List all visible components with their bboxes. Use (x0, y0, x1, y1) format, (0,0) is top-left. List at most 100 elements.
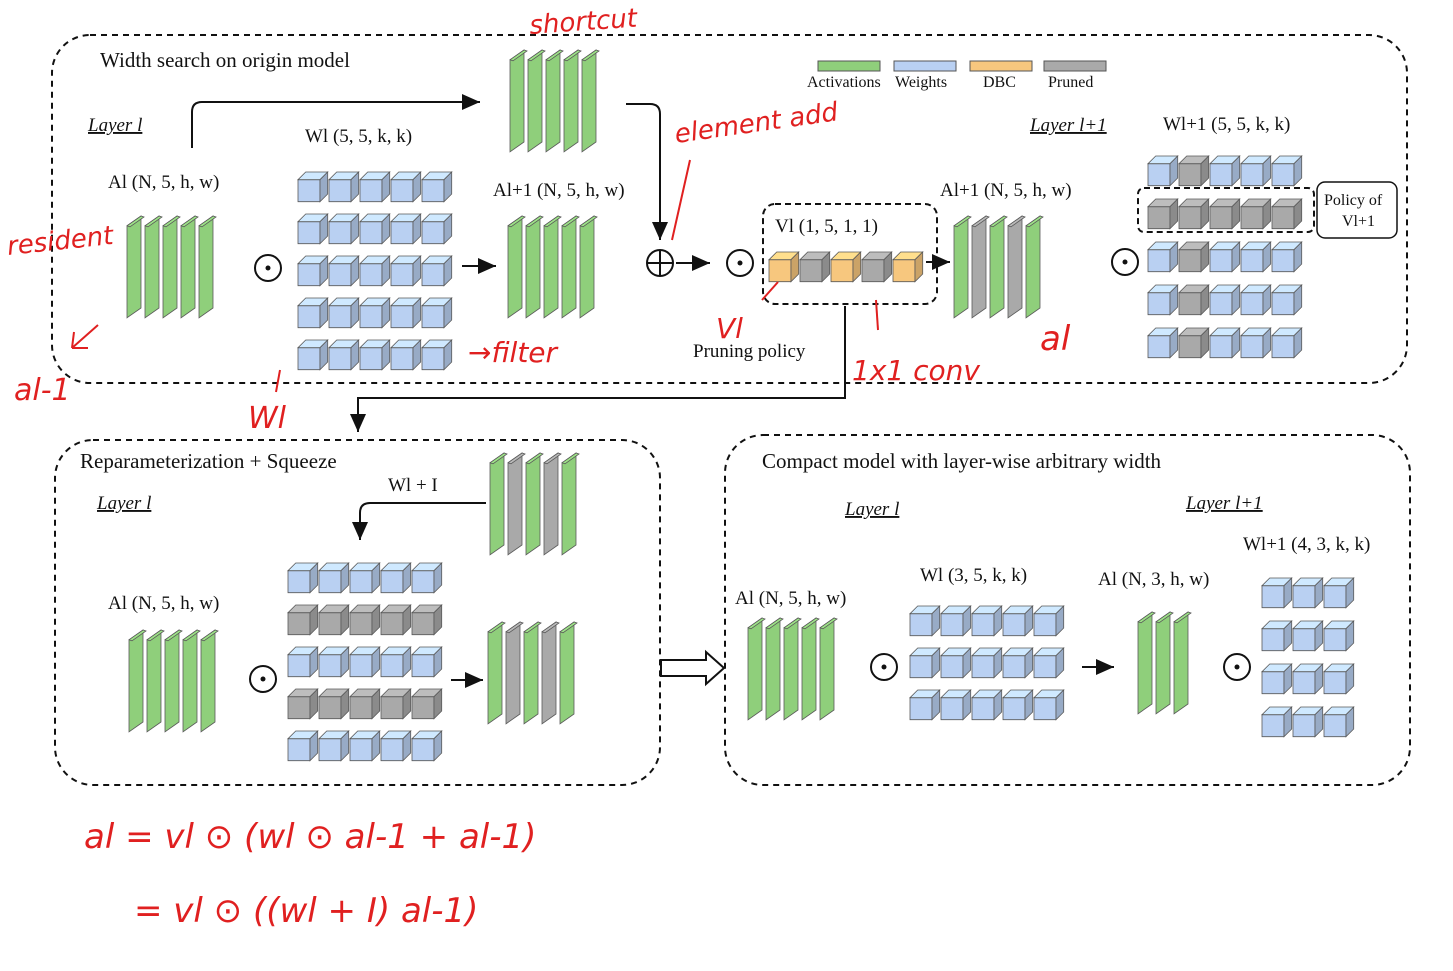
feature-map-slab (581, 49, 600, 153)
cube (1323, 706, 1355, 738)
feature-map-slab (487, 621, 506, 725)
cube (287, 646, 319, 678)
cube (1002, 647, 1034, 679)
cube (318, 646, 350, 678)
cube (1147, 198, 1179, 230)
weight-w-l-right-label: Wl (3, 5, k, k) (920, 565, 1027, 586)
feature-map-slab (561, 452, 580, 556)
cube (380, 730, 412, 762)
pruning-policy-label: Pruning policy (693, 341, 806, 362)
cube (318, 730, 350, 762)
cube (861, 251, 893, 283)
annotation-a-l: al (1040, 319, 1071, 359)
activation-a-l-label: Al (N, 5, h, w) (108, 172, 219, 193)
cube (297, 171, 329, 203)
cube (1178, 327, 1210, 359)
cube (971, 689, 1003, 721)
legend-activations-swatch (817, 60, 881, 72)
cube (1240, 327, 1272, 359)
legend: Activations Weights DBC Pruned (807, 60, 1107, 91)
cube (411, 562, 443, 594)
cube (1178, 198, 1210, 230)
cube (297, 213, 329, 245)
compact-weight-l1-row-2 (1261, 620, 1355, 652)
layer-l-label-left: Layer l (96, 493, 151, 514)
activation-a-l (126, 215, 217, 319)
cube (328, 297, 360, 329)
feature-map-slab (559, 621, 578, 725)
feature-map-slab (525, 215, 544, 319)
activation-a-l1-pruned (953, 215, 1044, 319)
cube (1261, 620, 1293, 652)
cube (1209, 327, 1241, 359)
shortcut-arrow (191, 94, 480, 148)
cube (1033, 689, 1065, 721)
feature-map-slab (563, 49, 582, 153)
weight-l1-row-2 (1147, 198, 1303, 230)
annotation-v-l: Vl (716, 312, 743, 345)
cube (909, 605, 941, 637)
cube (1178, 155, 1210, 187)
cube (1033, 647, 1065, 679)
panel-reparameterization (54, 439, 661, 786)
feature-map-slab (126, 215, 145, 319)
feature-map-slab (801, 617, 820, 721)
cube (892, 251, 924, 283)
cube (1209, 198, 1241, 230)
cube (411, 646, 443, 678)
cube (411, 730, 443, 762)
cube (1292, 577, 1324, 609)
activation-a-l-left (128, 629, 219, 733)
annotation-v-pointer (761, 281, 779, 301)
feature-map-slab (989, 215, 1008, 319)
cube (1292, 706, 1324, 738)
cube (411, 688, 443, 720)
cube (349, 562, 381, 594)
annotation-equation-1: al = vl ⊙ (wl ⊙ al-1 + al-1) (84, 817, 536, 857)
feature-map-slab (489, 452, 508, 556)
cube (1147, 241, 1179, 273)
cube (390, 213, 422, 245)
compact-weight-row-2 (909, 647, 1065, 679)
cube (287, 562, 319, 594)
cube (1323, 577, 1355, 609)
transform-arrow (660, 649, 726, 687)
cube (1323, 663, 1355, 695)
annotation-conv-pointer (875, 299, 879, 331)
feature-map-slab (200, 629, 219, 733)
cube (390, 171, 422, 203)
cube (421, 255, 453, 287)
activation-a-l1-label: Al+1 (N, 5, h, w) (493, 180, 625, 201)
weight-row-3 (297, 255, 453, 287)
odot-operator-5 (870, 653, 898, 681)
cube (1261, 663, 1293, 695)
cube (328, 171, 360, 203)
weight-w-l-label: Wl (5, 5, k, k) (305, 126, 412, 147)
layer-l1-label: Layer l+1 (1029, 115, 1107, 136)
cube (287, 688, 319, 720)
cube (359, 171, 391, 203)
cube (287, 604, 319, 636)
weight-l1-row-1 (1147, 155, 1303, 187)
cube (380, 562, 412, 594)
annotation-w-l: Wl (248, 401, 287, 436)
cube (359, 339, 391, 371)
tensor-shapes (126, 49, 1355, 762)
weight-row-4 (297, 297, 453, 329)
feature-map-slab (527, 49, 546, 153)
cube (359, 297, 391, 329)
v-l-vector (768, 251, 924, 283)
feature-map-slab (523, 621, 542, 725)
cube (380, 604, 412, 636)
feature-map-slab (541, 621, 560, 725)
cube (1271, 284, 1303, 316)
cube (390, 297, 422, 329)
feature-map-slab (162, 215, 181, 319)
weight-l1-row-3 (1147, 241, 1303, 273)
feature-map-slab (146, 629, 165, 733)
pruned-row-highlight (1137, 187, 1315, 233)
weight-row-1 (297, 171, 453, 203)
compact-weight-row-3 (909, 689, 1065, 721)
odot-operator-6 (1223, 653, 1251, 681)
cube (318, 688, 350, 720)
